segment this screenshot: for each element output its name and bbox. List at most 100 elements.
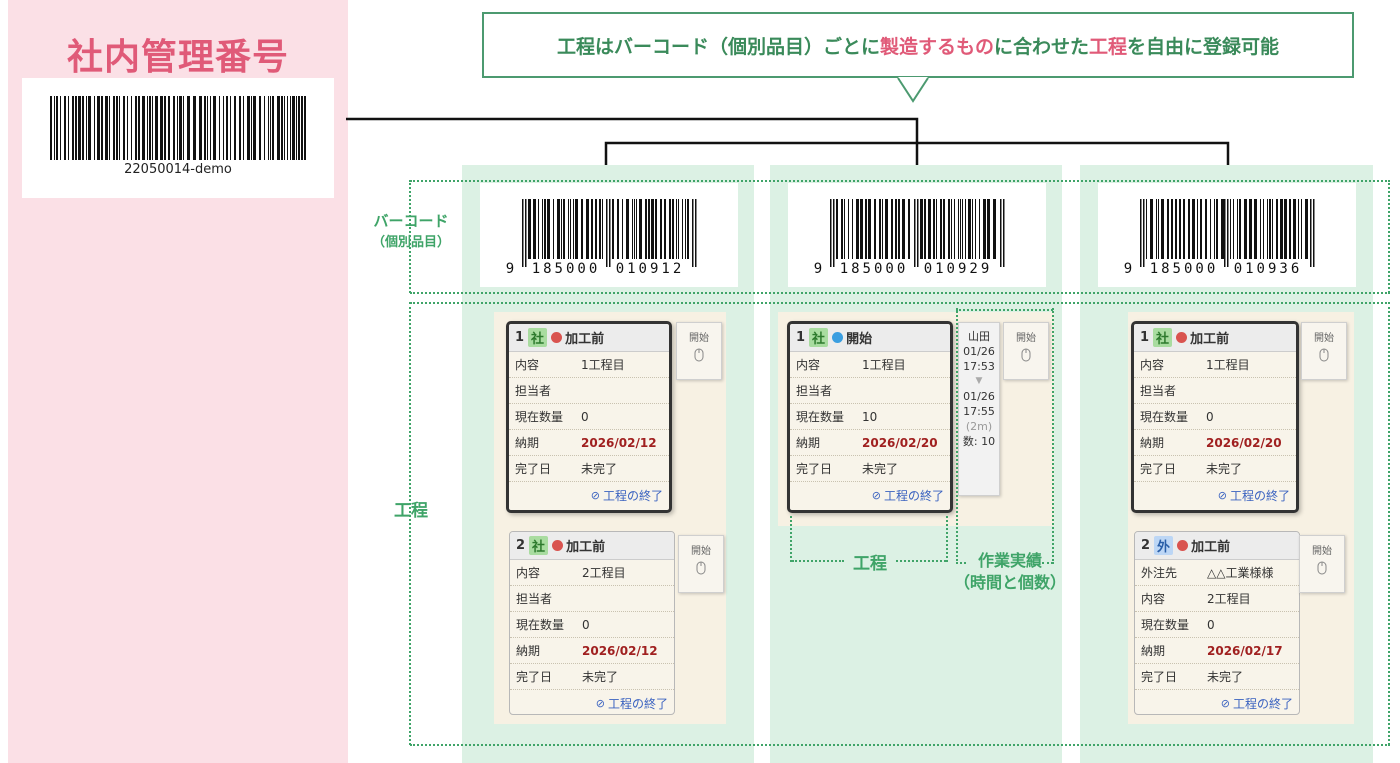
finish-process-link[interactable]: ⊘工程の終了	[1135, 690, 1299, 716]
barcode-bar	[960, 199, 961, 259]
barcode-bar	[94, 96, 95, 160]
barcode-bar	[56, 96, 58, 160]
barcode-bar	[948, 199, 950, 259]
barcode-guard-bar	[606, 199, 608, 267]
barcode-bar	[287, 96, 288, 160]
field-value: 0	[581, 409, 589, 424]
barcode-bar	[885, 199, 888, 259]
barcode-bar	[573, 199, 574, 259]
barcode-bar	[247, 96, 250, 160]
barcode-bar	[568, 199, 569, 259]
process-bracket-line-left	[792, 560, 844, 562]
barcode-bar	[965, 199, 966, 259]
barcode-bar	[920, 199, 923, 259]
barcode-bar	[97, 96, 100, 160]
finish-process-link[interactable]: ⊘工程の終了	[790, 482, 950, 508]
callout-text-5: を自由に登録可能	[1127, 35, 1280, 58]
barcode-image	[50, 96, 306, 160]
field-label: 納期	[516, 644, 541, 658]
barcode-bar	[284, 96, 285, 160]
barcode-bar	[902, 199, 905, 259]
barcode-bar	[975, 199, 976, 259]
barcode-bar	[64, 96, 66, 160]
start-button[interactable]: 開始	[1003, 322, 1049, 380]
start-button[interactable]: 開始	[1301, 322, 1347, 380]
barcode-bar	[856, 199, 859, 259]
finish-process-link[interactable]: ⊘工程の終了	[1134, 482, 1296, 508]
start-button-label: 開始	[1314, 333, 1334, 344]
field-label: 担当者	[515, 384, 552, 398]
field-label: 納期	[796, 436, 821, 450]
barcode-bar	[1167, 199, 1169, 259]
barcode-bar	[86, 96, 87, 160]
barcode-guard-bar	[1140, 199, 1142, 267]
field-label: 完了日	[515, 462, 552, 476]
check-circle-icon: ⊘	[595, 696, 605, 710]
barcode-guard-bar	[833, 199, 835, 267]
barcode-bar	[898, 199, 900, 259]
barcode-bar	[639, 199, 642, 259]
process-status: 加工前	[1191, 540, 1231, 555]
work-record-label-line1: 作業実績	[977, 551, 1042, 570]
barcode-bar	[943, 199, 945, 259]
barcode-guard-bar	[1310, 199, 1312, 267]
start-button[interactable]: 開始	[676, 322, 722, 380]
barcode-guard-bar	[522, 199, 524, 267]
finish-process-link[interactable]: ⊘工程の終了	[510, 690, 674, 716]
barcode-guard-bar	[1224, 199, 1226, 267]
barcode-guard-bar	[1313, 199, 1315, 267]
field-label: 完了日	[1140, 462, 1177, 476]
start-button[interactable]: 開始	[678, 535, 724, 593]
barcode-bar	[204, 96, 206, 160]
status-dot-icon	[1176, 332, 1188, 343]
field-value: 1工程目	[581, 358, 625, 372]
field-label: 外注先	[1141, 566, 1178, 580]
barcode-bar	[164, 96, 166, 160]
barcode-bar	[528, 199, 531, 259]
barcode-bar	[1205, 199, 1207, 259]
barcode-bar	[1230, 199, 1231, 259]
start-button[interactable]: 開始	[1299, 535, 1345, 593]
process-bracket-line-right	[896, 560, 946, 562]
down-arrow-icon: ▼	[975, 376, 983, 386]
field-value: 未完了	[1206, 462, 1243, 476]
barcode-bar	[682, 199, 683, 259]
record-count: 数: 10	[962, 435, 996, 448]
process-number: 1	[1140, 330, 1150, 345]
barcode-bar	[1260, 199, 1261, 259]
field-value: 2026/02/12	[581, 435, 657, 450]
field-label: 納期	[515, 436, 540, 450]
process-number: 1	[515, 330, 525, 345]
barcode-bar	[223, 96, 224, 160]
card-row: 担当者	[1134, 378, 1296, 404]
barcode-bar	[1171, 199, 1173, 259]
process-type-tag: 社	[809, 328, 829, 347]
barcode-guard-bar	[525, 199, 527, 267]
barcode-bar	[75, 96, 77, 160]
barcode-bar	[1221, 199, 1224, 259]
barcode-bar	[226, 96, 228, 160]
callout-box: 工程はバーコード（個別品目）ごとに製造するものに合わせた工程を自由に登録可能	[482, 12, 1354, 78]
barcode-bar	[1188, 199, 1190, 259]
barcode-bar	[105, 96, 108, 160]
finish-process-link[interactable]: ⊘工程の終了	[509, 482, 669, 508]
barcode-bar	[655, 199, 657, 259]
barcode-bar	[924, 199, 926, 259]
process-frame-left	[409, 302, 411, 745]
barcode-bar	[954, 199, 955, 259]
barcode-bar	[1216, 199, 1218, 259]
barcode-bar	[1210, 199, 1211, 259]
barcode-bar	[685, 199, 686, 259]
process-type-tag: 社	[529, 536, 549, 555]
